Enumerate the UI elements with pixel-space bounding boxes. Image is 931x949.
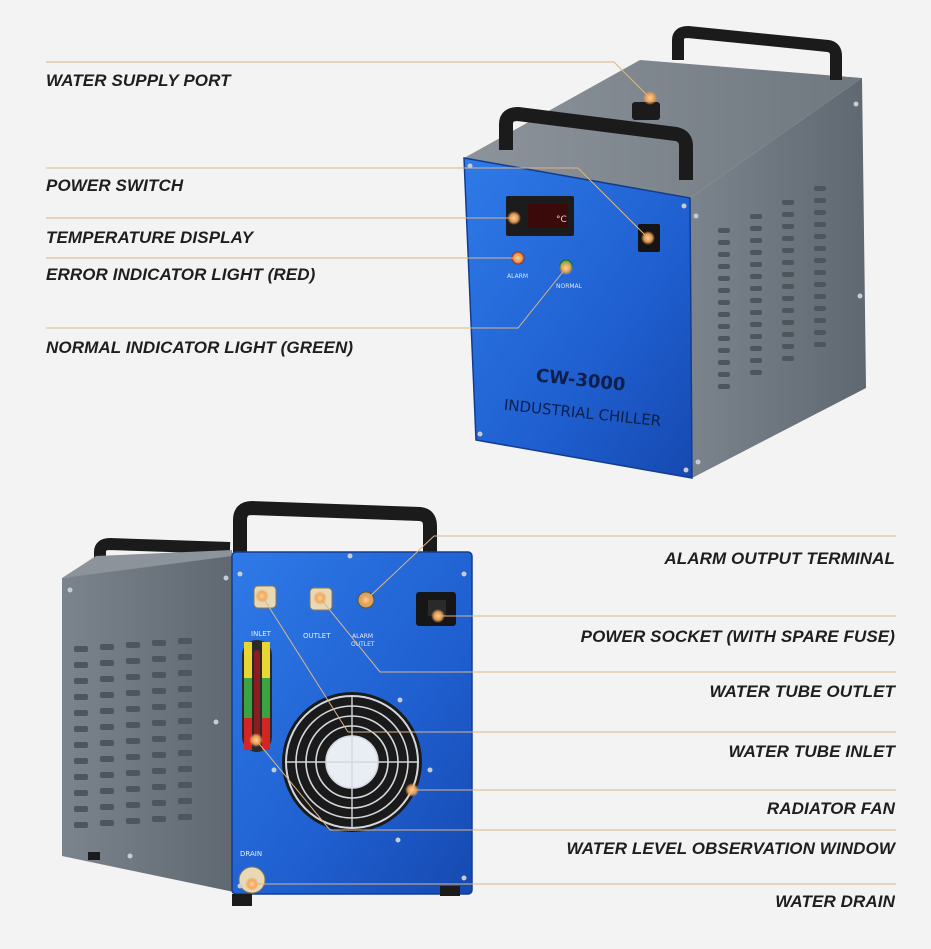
bottom-chiller-unit: INLET OUTLET ALARM OUTLET DRAIN [62,501,473,906]
water-drain-label: WATER DRAIN [775,892,895,911]
panel-inlet-label: INLET [251,630,272,638]
power-switch-label: POWER SWITCH [46,176,184,195]
water-supply-port-label: WATER SUPPLY PORT [46,71,231,90]
panel-alarm-terminal-label: ALARM [352,633,373,640]
tube-outlet-label: WATER TUBE OUTLET [709,682,895,701]
normal-indicator-label: NORMAL INDICATOR LIGHT (GREEN) [46,338,354,357]
top-unit-front-panel [464,158,692,478]
display-unit-text: °C [556,215,567,225]
top-unit-front-handle [499,107,693,180]
power-socket-label: POWER SOCKET (WITH SPARE FUSE) [580,627,895,646]
bottom-unit-rear-handle [94,538,231,578]
error-indicator-label: ERROR INDICATOR LIGHT (RED) [46,265,316,284]
temperature-display-label: TEMPERATURE DISPLAY [46,228,254,247]
bottom-unit-front-handle [233,501,437,562]
top-unit-side-vents [718,186,826,389]
panel-outlet-label: OUTLET [303,632,331,640]
water-supply-cap [632,102,660,120]
panel-alarm-terminal-label-2: OUTLET [351,641,375,648]
radiator-fan [282,692,422,832]
radiator-fan-label: RADIATOR FAN [766,799,895,818]
top-chiller-unit: °C ALARM NORMAL CW-3000 INDUSTRIAL CHILL… [463,26,866,479]
level-window-label: WATER LEVEL OBSERVATION WINDOW [566,839,895,858]
top-unit-rear-handle [672,26,842,80]
callout-dots [245,91,657,891]
panel-alarm-label: ALARM [507,273,528,280]
top-unit-side [690,78,866,478]
tube-inlet-label: WATER TUBE INLET [728,742,895,761]
panel-normal-label: NORMAL [556,283,583,290]
callout-lines [46,61,896,885]
bottom-unit-side-vents [74,638,192,828]
panel-drain-label: DRAIN [240,850,262,858]
alarm-output-label: ALARM OUTPUT TERMINAL [664,549,895,568]
bottom-unit-side [62,556,234,892]
